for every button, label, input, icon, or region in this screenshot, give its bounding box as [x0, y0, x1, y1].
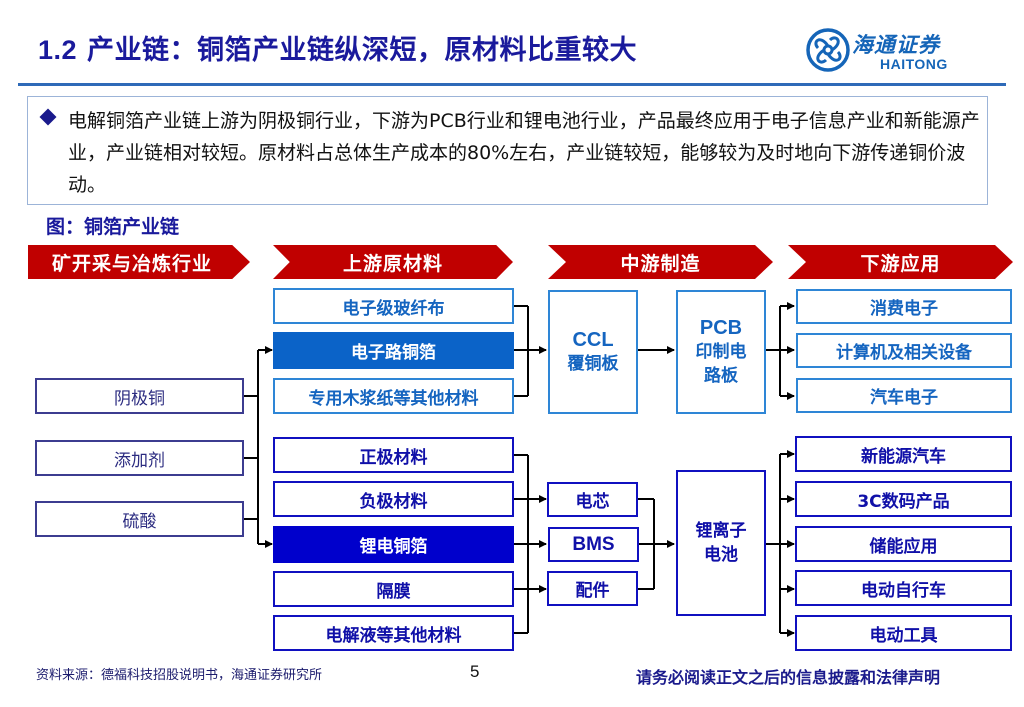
- node-label: 配件: [575, 581, 610, 601]
- node-label: 3C数码产品: [857, 491, 950, 512]
- disclaimer: 请务必阅读正文之后的信息披露和法律声明: [636, 668, 941, 687]
- node-label: 电动工具: [869, 625, 938, 646]
- haitong-logo-icon: [806, 28, 850, 72]
- node-li-copper-foil: 锂电铜箔: [273, 526, 514, 563]
- title-text: 产业链：铜箔产业链纵深短，原材料比重较大: [86, 35, 637, 66]
- stage-downstream: 下游应用: [788, 245, 1013, 279]
- node-power-tools: 电动工具: [795, 615, 1012, 651]
- node-additive: 添加剂: [35, 440, 244, 476]
- node-3c-products: 3C数码产品: [795, 481, 1012, 517]
- node-label: 电池: [704, 545, 738, 565]
- node-label: 电解液等其他材料: [325, 625, 462, 646]
- stage-label: 下游应用: [860, 252, 941, 275]
- node-label: 电动自行车: [861, 580, 946, 601]
- node-label: 隔膜: [376, 581, 411, 602]
- node-label: 锂电铜箔: [359, 537, 428, 557]
- node-accessories: 配件: [547, 571, 638, 606]
- node-li-ion-battery: 锂离子 电池: [676, 470, 766, 616]
- node-label: 添加剂: [114, 450, 165, 471]
- node-battery-cell: 电芯: [547, 482, 638, 517]
- figure-label: 图：铜箔产业链: [46, 216, 180, 238]
- node-label: 汽车电子: [870, 388, 938, 408]
- stage-label: 中游制造: [620, 252, 701, 275]
- node-label: 阴极铜: [114, 388, 165, 409]
- summary-text: 电解铜箔产业链上游为阴极铜行业，下游为PCB行业和锂电池行业，产品最终应用于电子…: [68, 110, 980, 196]
- node-pcb-copper-foil: 电子路铜箔: [273, 332, 514, 369]
- summary-box: 电解铜箔产业链上游为阴极铜行业，下游为PCB行业和锂电池行业，产品最终应用于电子…: [27, 96, 988, 205]
- node-label: 正极材料: [359, 447, 428, 468]
- header-divider: [18, 83, 1006, 86]
- node-label: 储能应用: [869, 536, 938, 557]
- stage-upstream: 上游原材料: [273, 245, 513, 279]
- node-glass-fiber: 电子级玻纤布: [273, 288, 514, 324]
- node-computers: 计算机及相关设备: [796, 333, 1012, 368]
- node-e-bike: 电动自行车: [795, 570, 1012, 606]
- node-label: 电子路铜箔: [351, 343, 436, 363]
- node-cathode-material: 正极材料: [273, 437, 514, 473]
- node-sulfuric-acid: 硫酸: [35, 501, 244, 537]
- node-consumer-electronics: 消费电子: [796, 289, 1012, 324]
- node-label: 消费电子: [870, 299, 938, 319]
- node-energy-storage: 储能应用: [795, 526, 1012, 562]
- stage-midstream: 中游制造: [548, 245, 773, 279]
- logo-cn-text: 海通证券: [852, 32, 940, 57]
- source-note: 资料来源：德福科技招股说明书，海通证券研究所: [36, 668, 323, 683]
- node-pcb: PCB 印制电 路板: [676, 290, 766, 414]
- node-auto-electronics: 汽车电子: [796, 378, 1012, 413]
- node-label: CCL: [572, 329, 614, 351]
- node-anode-material: 负极材料: [273, 481, 514, 517]
- node-label: 路板: [704, 366, 738, 386]
- node-label: 专用木浆纸等其他材料: [308, 388, 479, 409]
- title-number: 1.2: [38, 35, 78, 65]
- node-label: 覆铜板: [567, 354, 619, 374]
- node-label: BMS: [572, 533, 615, 555]
- node-wood-pulp-paper: 专用木浆纸等其他材料: [273, 378, 514, 414]
- node-label: 新能源汽车: [861, 446, 946, 467]
- node-label: 计算机及相关设备: [836, 343, 972, 363]
- node-label: 电芯: [575, 492, 610, 512]
- node-label: PCB: [699, 317, 743, 339]
- node-label: 电子级玻纤布: [342, 298, 445, 319]
- stage-mining: 矿开采与冶炼行业: [28, 245, 250, 279]
- logo-en-text: HAITONG: [880, 56, 948, 72]
- page-title: 1.2 产业链：铜箔产业链纵深短，原材料比重较大: [38, 28, 637, 67]
- node-separator: 隔膜: [273, 571, 514, 607]
- page-number: 5: [470, 662, 480, 681]
- node-cathode-copper: 阴极铜: [35, 378, 244, 414]
- stage-label: 矿开采与冶炼行业: [51, 252, 212, 275]
- node-label: 锂离子: [695, 521, 747, 541]
- node-label: 印制电: [695, 342, 747, 362]
- node-ccl: CCL 覆铜板: [548, 290, 638, 414]
- node-label: 负极材料: [359, 491, 428, 512]
- node-nev: 新能源汽车: [795, 436, 1012, 472]
- node-bms: BMS: [548, 527, 639, 562]
- stage-label: 上游原材料: [342, 252, 443, 275]
- node-electrolyte: 电解液等其他材料: [273, 615, 514, 651]
- node-label: 硫酸: [122, 511, 157, 532]
